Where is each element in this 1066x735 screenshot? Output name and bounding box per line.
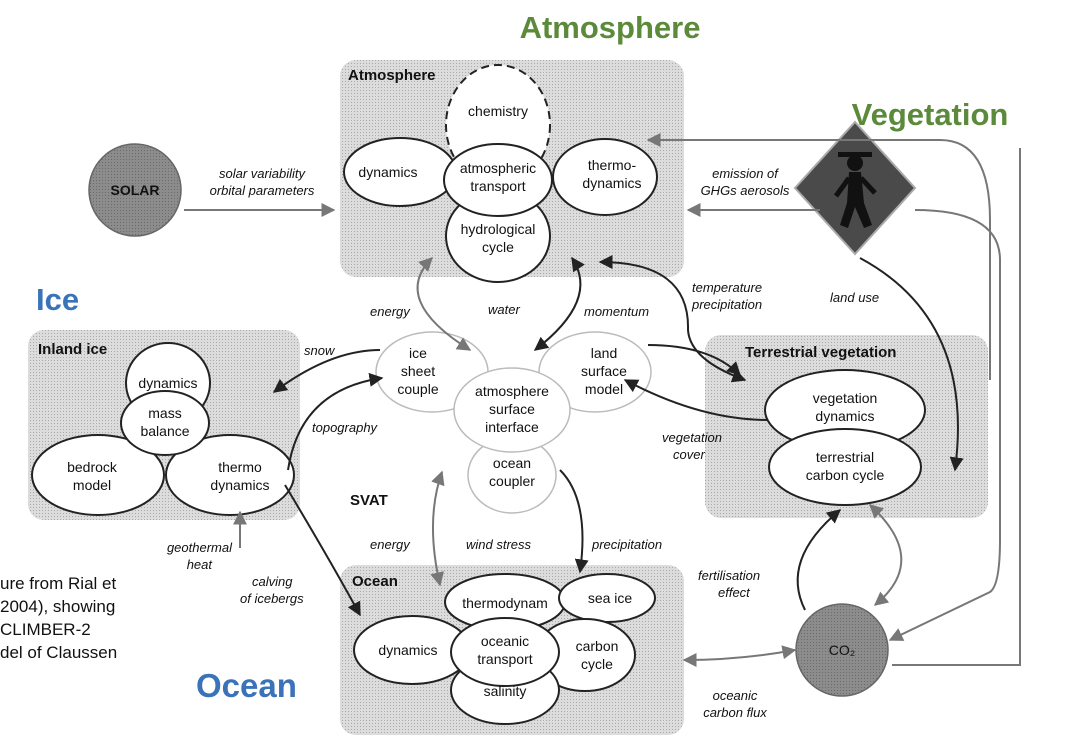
- chemistry-label: chemistry: [468, 103, 528, 119]
- geothermal-label-2: heat: [187, 557, 214, 572]
- ice-couple-label-3: couple: [397, 381, 438, 397]
- atm-dynamics-label: dynamics: [358, 164, 417, 180]
- interface-label-2: surface: [489, 401, 535, 417]
- ice-title: Ice: [36, 282, 79, 317]
- ocean-carbon-label-1: carbon: [576, 638, 619, 654]
- solar-variability-label: solar variability: [219, 166, 306, 181]
- mass-balance-label-1: mass: [148, 405, 181, 421]
- hydro-label-1: hydrological: [461, 221, 536, 237]
- terrestrial-box-label: Terrestrial vegetation: [745, 344, 896, 361]
- flow-arrows: [184, 133, 1021, 667]
- ocean-dynamics-label: dynamics: [378, 642, 437, 658]
- inland-ice-box-label: Inland ice: [38, 341, 107, 358]
- veg-dynamics-label-1: vegetation: [813, 390, 878, 406]
- oceanic-flux-label-1: oceanic: [713, 688, 758, 703]
- interface-label-1: atmosphere: [475, 383, 549, 399]
- svat-label: SVAT: [350, 492, 388, 509]
- atmosphere-box-label: Atmosphere: [348, 67, 436, 84]
- oceanic-flux-label-2: carbon flux: [703, 705, 767, 720]
- ice-thermo-label-1: thermo: [218, 459, 262, 475]
- ocean-title: Ocean: [196, 667, 297, 704]
- ocean-transport-label-2: transport: [477, 651, 532, 667]
- solar-circle: [88, 143, 182, 237]
- caption-line-3: CLIMBER-2: [0, 620, 91, 639]
- geothermal-label-1: geothermal: [167, 540, 233, 555]
- ice-couple-label-2: sheet: [401, 363, 435, 379]
- ghg-label-2: GHGs aerosols: [701, 183, 790, 198]
- vegetation-cover-label-2: cover: [673, 447, 705, 462]
- momentum-label: momentum: [584, 304, 649, 319]
- ice-thermo-label-2: dynamics: [210, 477, 269, 493]
- energy-bottom-label: energy: [370, 537, 411, 552]
- solar-label: SOLAR: [111, 182, 160, 198]
- ocean-coupler-label-1: ocean: [493, 455, 531, 471]
- atmosphere-title: Atmosphere: [520, 10, 701, 45]
- topography-label: topography: [312, 420, 379, 435]
- land-surface-label-3: model: [585, 381, 623, 397]
- atm-transport-label-2: transport: [470, 178, 525, 194]
- figure-caption: ure from Rial et 2004), showing CLIMBER-…: [0, 572, 215, 664]
- veg-dynamics-label-2: dynamics: [815, 408, 874, 424]
- ice-couple-label-1: ice: [409, 345, 427, 361]
- ocean-thermo-label: thermodynam: [462, 595, 548, 611]
- vegetation-modules: [764, 369, 926, 506]
- snow-label: snow: [304, 343, 336, 358]
- fertilisation-label-1: fertilisation: [698, 568, 760, 583]
- caption-line-1: ure from Rial et: [0, 574, 117, 593]
- atm-thermo-label-2: dynamics: [582, 175, 641, 191]
- interface-label-3: interface: [485, 419, 539, 435]
- ocean-box-label: Ocean: [352, 573, 398, 590]
- ocean-coupler-label-2: coupler: [489, 473, 535, 489]
- mass-balance-label-2: balance: [140, 423, 189, 439]
- fertilisation-label-2: effect: [718, 585, 751, 600]
- temperature-label: temperature: [692, 280, 762, 295]
- precipitation-top-label: precipitation: [691, 297, 762, 312]
- caption-line-4: del of Claussen: [0, 643, 118, 662]
- bedrock-label-2: model: [73, 477, 111, 493]
- human-activity-diamond: [793, 120, 917, 256]
- ocean-carbon-label-2: cycle: [581, 656, 613, 672]
- bedrock-label-1: bedrock: [67, 459, 118, 475]
- vegetation-cover-label-1: vegetation: [662, 430, 722, 445]
- salinity-label: salinity: [484, 683, 527, 699]
- calving-label-2: of icebergs: [240, 591, 304, 606]
- ghg-label-1: emission of: [712, 166, 779, 181]
- land-surface-label-2: surface: [581, 363, 627, 379]
- atmosphere-modules: [343, 64, 658, 283]
- svat-modules: [375, 331, 652, 514]
- precipitation-bottom-label: precipitation: [591, 537, 662, 552]
- wind-stress-label: wind stress: [466, 537, 532, 552]
- ice-dynamics-label: dynamics: [138, 375, 197, 391]
- energy-top-label: energy: [370, 304, 411, 319]
- vegetation-title: Vegetation: [852, 97, 1009, 132]
- atm-thermo-label-1: thermo-: [588, 157, 637, 173]
- terr-carbon-label-1: terrestrial: [816, 449, 874, 465]
- calving-label-1: calving: [252, 574, 293, 589]
- ocean-modules: [353, 573, 656, 725]
- land-use-label: land use: [830, 290, 879, 305]
- sea-ice-label: sea ice: [588, 590, 633, 606]
- caption-line-2: 2004), showing: [0, 597, 116, 616]
- orbital-parameters-label: orbital parameters: [210, 183, 315, 198]
- ice-modules: [31, 342, 295, 516]
- ocean-transport-label-1: oceanic: [481, 633, 529, 649]
- water-label: water: [488, 302, 520, 317]
- terr-carbon-label-2: carbon cycle: [806, 467, 885, 483]
- co2-label: CO₂: [829, 642, 855, 658]
- hydro-label-2: cycle: [482, 239, 514, 255]
- atm-transport-label-1: atmospheric: [460, 160, 536, 176]
- land-surface-label-1: land: [591, 345, 617, 361]
